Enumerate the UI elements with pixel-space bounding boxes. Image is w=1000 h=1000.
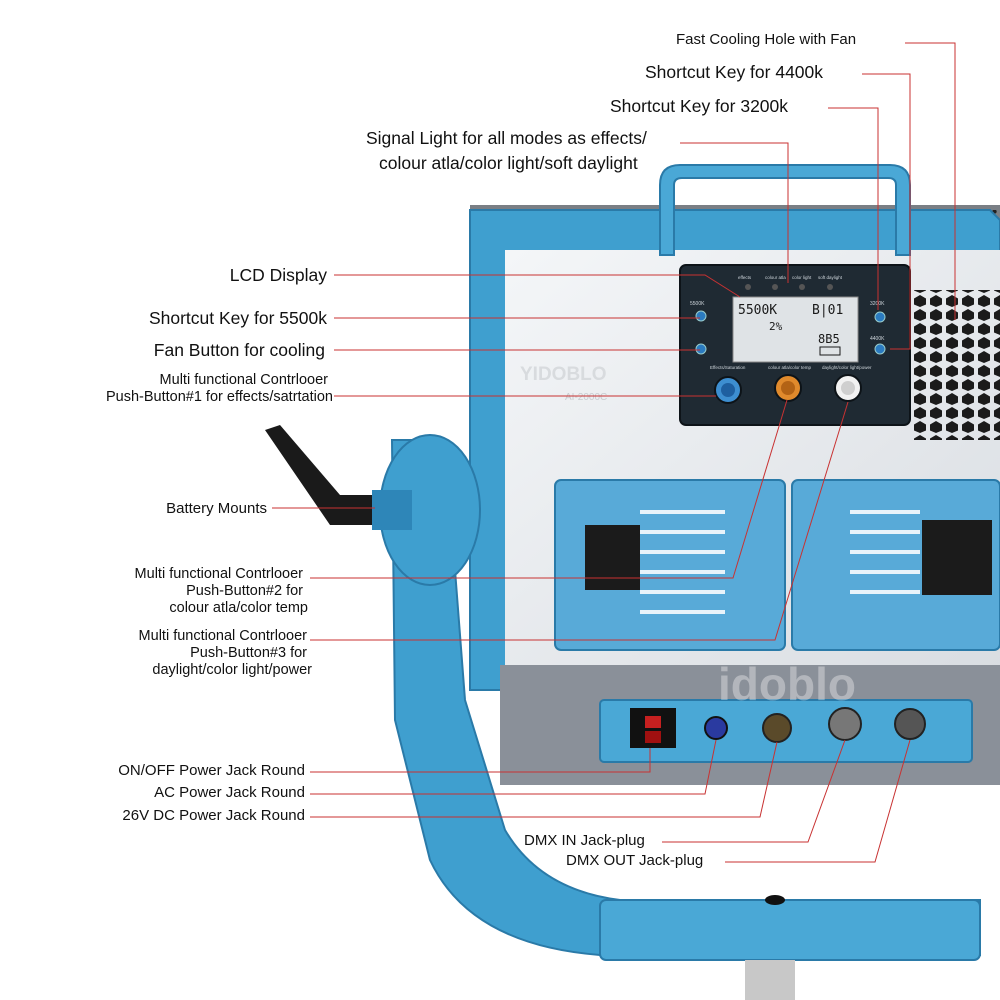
label-controller2-line1: Multi functional Contrlooer (134, 566, 303, 582)
fan-button[interactable] (695, 343, 707, 355)
label-ac-jack: AC Power Jack Round (154, 784, 305, 801)
signal-light-soft (827, 284, 833, 290)
battery-mount-left (554, 479, 786, 651)
label-controller1-line1: Multi functional Contrlooer (159, 372, 328, 388)
lcd-mode: B|01 (812, 303, 843, 318)
label-shortcut-4400: Shortcut Key for 4400k (645, 62, 824, 82)
signal-light-colour (772, 284, 778, 290)
label-shortcut-5500: Shortcut Key for 5500k (148, 308, 327, 328)
label-fan-button: Fan Button for cooling (153, 340, 325, 360)
key-4400-button[interactable] (874, 343, 886, 355)
signal-label-soft: soft daylight (818, 275, 843, 280)
label-signal-light-line1: Signal Light for all modes as effects/ (366, 128, 647, 148)
model-emboss: AI-2000C (565, 392, 607, 403)
tilt-knob (265, 425, 481, 586)
knob1-label: Effects/Saturation (710, 365, 746, 370)
lcd-cct: 5500K (738, 303, 777, 318)
lcd-code: 8B5 (818, 332, 840, 346)
handle (659, 164, 911, 256)
knob3-label: daylight/color light/power (822, 365, 872, 370)
dmx-out-jack (894, 708, 926, 740)
battery-icon (819, 346, 841, 356)
label-controller3-line2: Push-Button#3 for (190, 645, 307, 661)
key-4400-label: 4400K (870, 336, 885, 342)
label-dmx-out: DMX OUT Jack-plug (566, 852, 704, 869)
signal-label-colour: colour atla (765, 275, 786, 280)
label-controller1-line2: Push-Button#1 for effects/satrtation (105, 389, 333, 405)
knob2-label: colour atla/color temp (768, 365, 812, 370)
label-signal-light-line2: colour atla/color light/soft daylight (379, 153, 638, 173)
leader-lines (272, 42, 956, 863)
label-shortcut-3200: Shortcut Key for 3200k (610, 96, 789, 116)
connector-panel (500, 665, 1000, 785)
label-battery-mounts: Battery Mounts (166, 500, 267, 517)
key-3200-button[interactable] (874, 311, 886, 323)
label-dmx-in: DMX IN Jack-plug (524, 832, 645, 849)
battery-mount-right (791, 479, 1000, 651)
signal-label-color-light: color light (792, 275, 812, 280)
signal-label-effects: effects (738, 275, 752, 280)
label-controller3-line1: Multi functional Contrlooer (138, 628, 307, 644)
label-fast-cooling: Fast Cooling Hole with Fan (676, 31, 857, 48)
label-onoff-jack: ON/OFF Power Jack Round (118, 762, 305, 779)
lcd-percent: 2% (769, 320, 783, 333)
label-controller2-line3: colour atla/color temp (169, 600, 308, 616)
dmx-in-jack (828, 707, 862, 741)
yoke (390, 439, 981, 1000)
label-lcd-display: LCD Display (229, 265, 327, 285)
label-dc-jack: 26V DC Power Jack Round (122, 807, 305, 824)
watermark: idoblo (718, 658, 856, 710)
dc-jack (762, 713, 792, 743)
ac-jack (704, 716, 728, 740)
key-5500-label: 5500K (690, 301, 705, 307)
brand-emboss: YIDOBLO (520, 364, 607, 385)
lcd-display (732, 296, 859, 363)
signal-light-color-light (799, 284, 805, 290)
label-controller2-line2: Push-Button#2 for (186, 583, 303, 599)
control-panel: effects colour atla color light soft day… (679, 264, 911, 426)
label-controller3-line3: daylight/color light/power (152, 662, 312, 678)
signal-light-effects (745, 284, 751, 290)
key-5500-button[interactable] (695, 310, 707, 322)
